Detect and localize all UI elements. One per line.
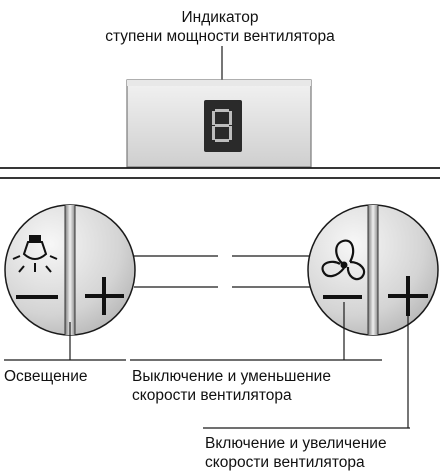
plus-icon [85,277,124,315]
fan-button[interactable] [307,204,439,336]
lighting-button[interactable] [4,204,136,336]
segment-digit-8 [212,109,232,142]
lighting-label: Освещение [4,368,88,385]
light-bulb-icon [12,235,58,273]
connection-lines [134,255,312,288]
fan-level-display [204,100,242,152]
on-increase-label-line1: Включение и увеличение [205,435,387,452]
off-decrease-label-line1: Выключение и уменьшение [132,368,331,385]
indicator-label-line1: Индикатор [181,9,259,26]
fan-icon [321,239,366,281]
panel-edge [0,167,440,179]
indicator-label-line2: ступени мощности вентилятора [105,28,335,45]
callout-lines [4,302,410,429]
on-increase-label-line2: скорости вентилятора [205,454,365,471]
plus-icon [388,276,428,316]
off-decrease-label-line2: скорости вентилятора [132,387,292,404]
